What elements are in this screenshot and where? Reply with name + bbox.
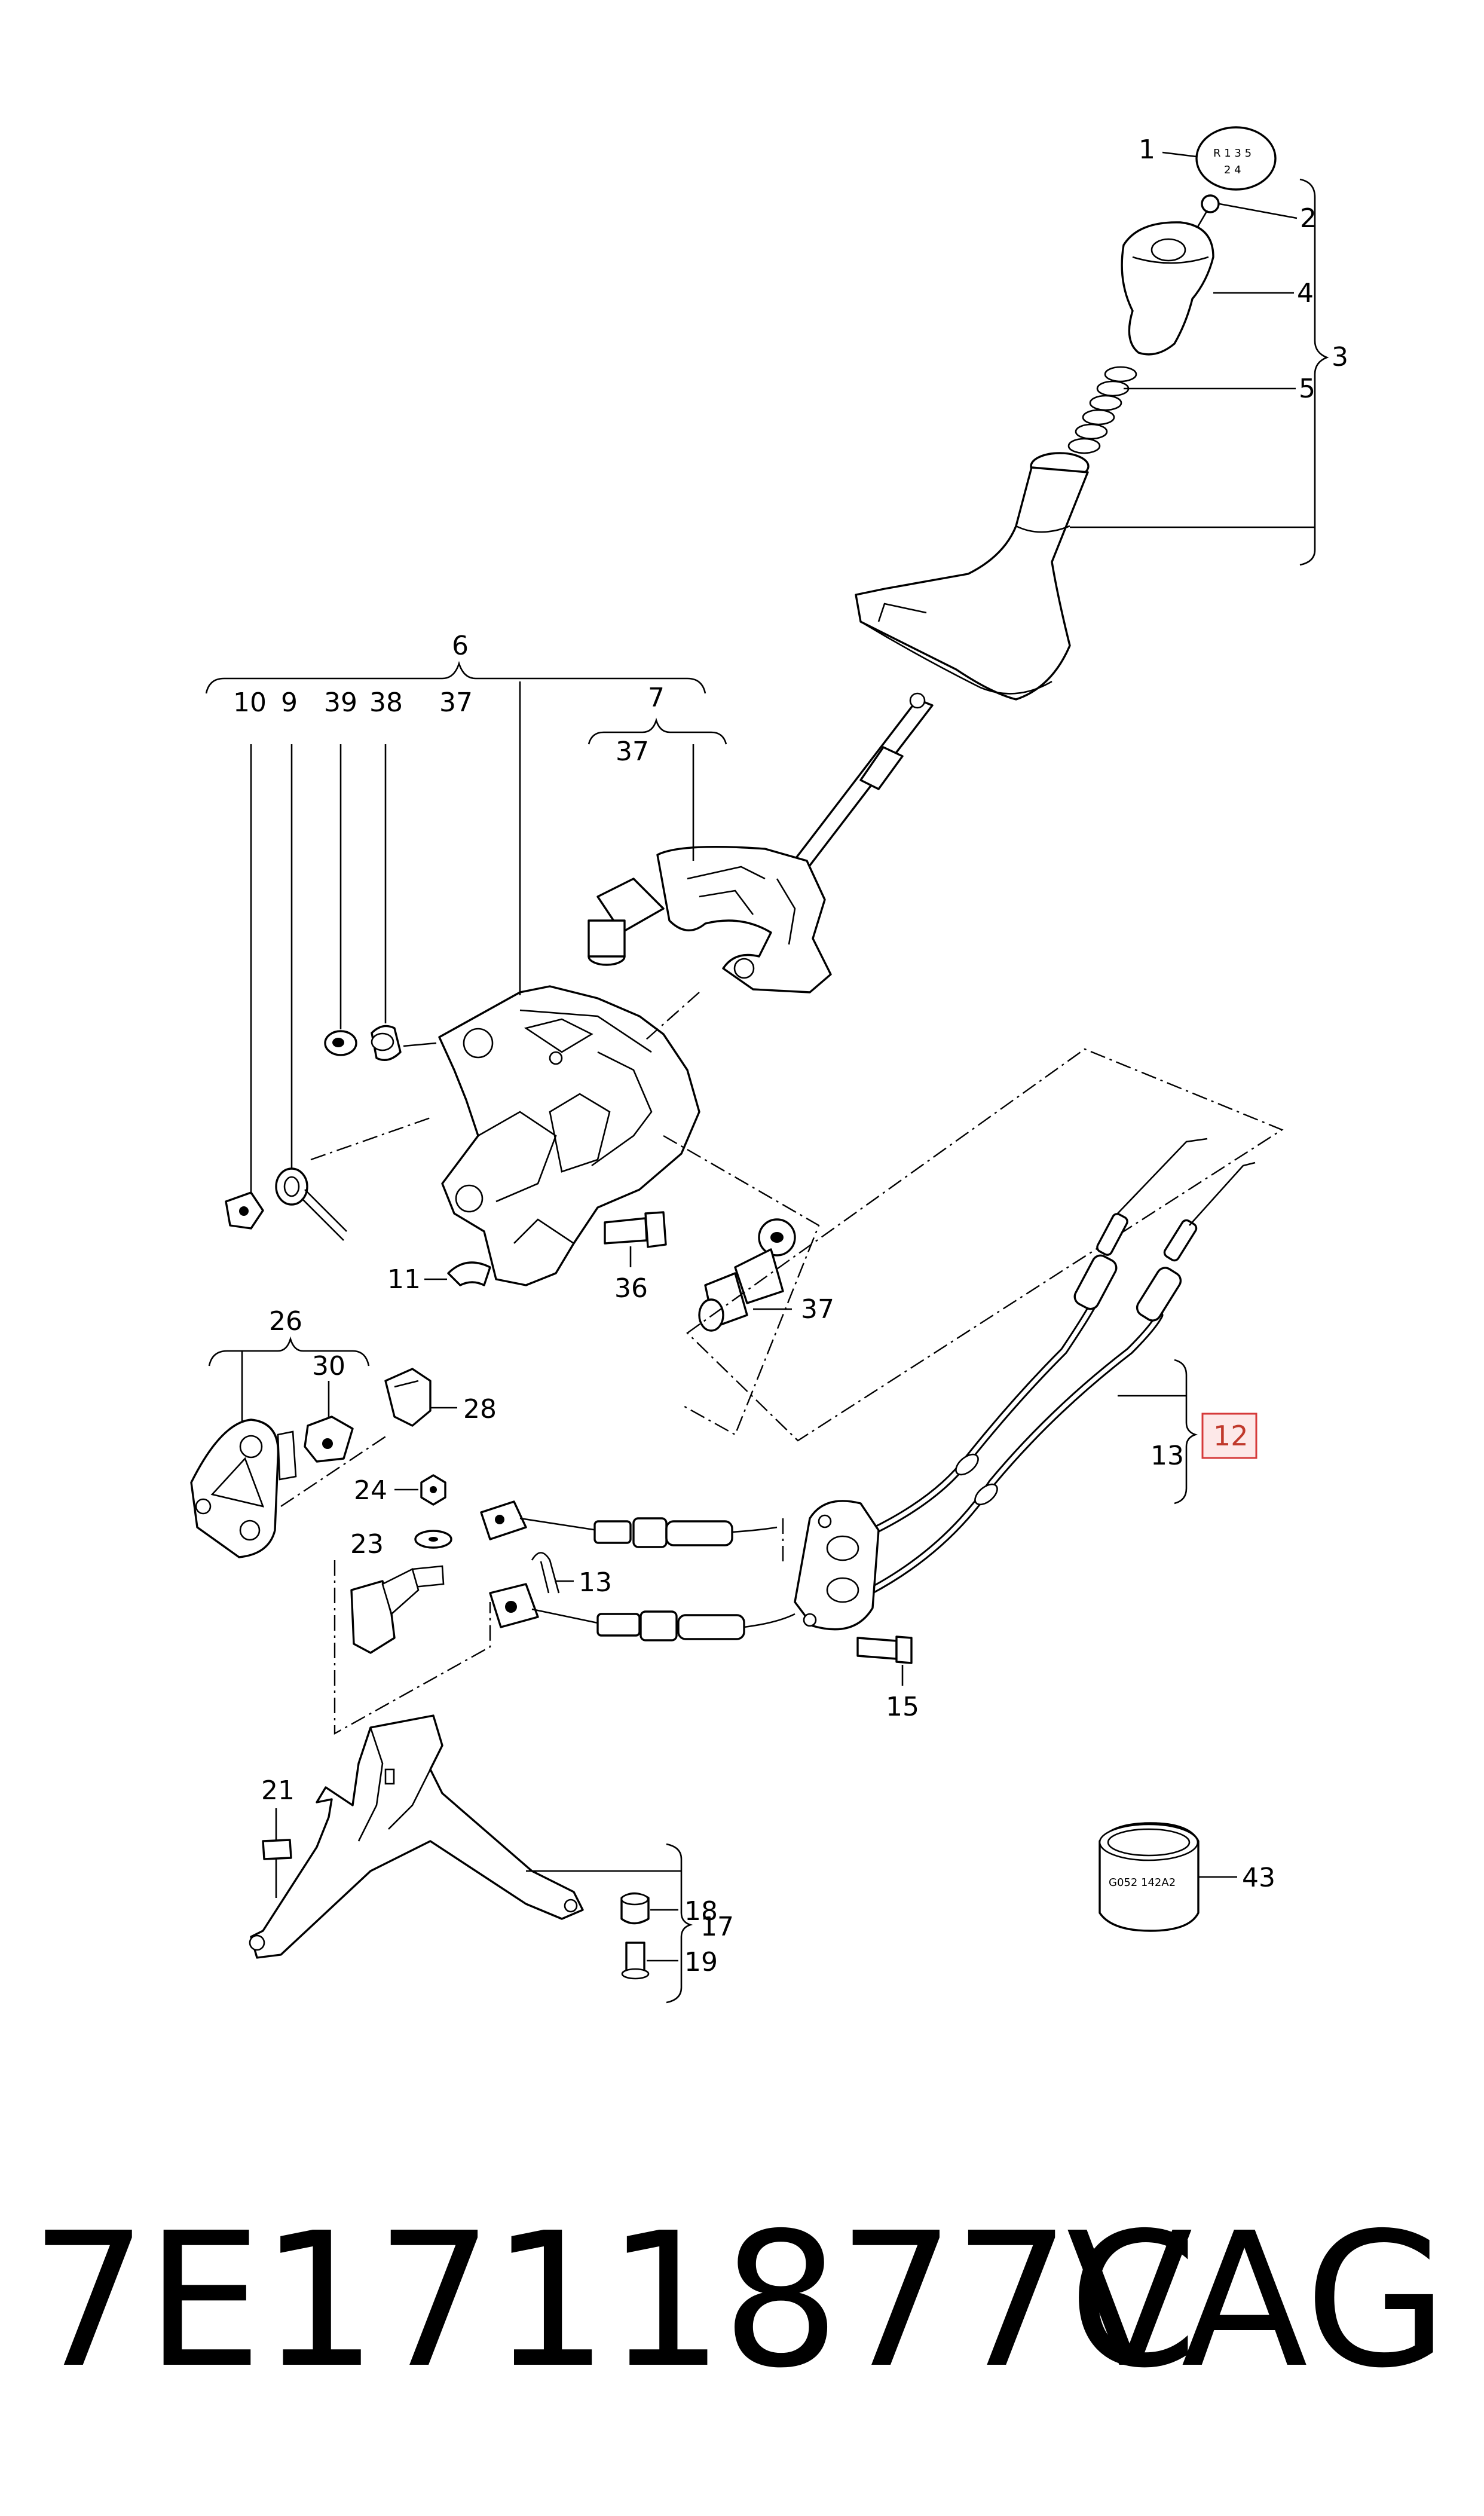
gear-knob bbox=[1121, 221, 1214, 356]
sleeve-stamp: G052 142A2 bbox=[1109, 1876, 1176, 1889]
callout-24: 24 bbox=[354, 1475, 387, 1506]
callout-4: 4 bbox=[1297, 278, 1314, 308]
callout-26: 26 bbox=[269, 1306, 302, 1337]
callout-3: 3 bbox=[1332, 342, 1348, 372]
rubber-bushing-39 bbox=[324, 1030, 357, 1056]
shift-pattern-cap: R 1 3 5 2 4 bbox=[1195, 126, 1277, 191]
bushing-18 bbox=[620, 1892, 650, 1925]
callout-19: 19 bbox=[684, 1947, 718, 1977]
shift-sleeve-43: G052 142A2 bbox=[1099, 1822, 1200, 1932]
callout-39: 39 bbox=[324, 687, 357, 718]
knob-spring bbox=[1067, 366, 1137, 454]
callout-6: 6 bbox=[452, 631, 469, 661]
bracket-6 bbox=[205, 661, 706, 694]
retaining-clip-10 bbox=[225, 1191, 264, 1230]
brand-name: VAG bbox=[1066, 2193, 1448, 2409]
callout-13-cable: 13 bbox=[1151, 1441, 1184, 1471]
highlight-box-12 bbox=[1201, 1413, 1257, 1459]
callout-28: 28 bbox=[463, 1394, 497, 1424]
callout-11: 11 bbox=[387, 1264, 421, 1295]
bushing-38 bbox=[371, 1025, 402, 1061]
callout-30: 30 bbox=[312, 1351, 345, 1381]
bolt-21 bbox=[262, 1839, 292, 1898]
bracket-26 bbox=[208, 1336, 370, 1366]
callout-17: 17 bbox=[700, 1912, 734, 1942]
callout-13-clip: 13 bbox=[579, 1567, 612, 1598]
callout-2: 2 bbox=[1300, 203, 1317, 234]
cable-bulkhead-plate bbox=[794, 1500, 880, 1631]
nut-24 bbox=[420, 1474, 446, 1506]
gear-knob-assembly: R 1 3 5 2 4 bbox=[855, 126, 1277, 701]
lever-23 bbox=[350, 1568, 420, 1654]
gear-cable-pair bbox=[844, 1138, 1256, 1600]
bracket-12 bbox=[1174, 1359, 1198, 1505]
cable-clip-13 bbox=[531, 1552, 560, 1594]
callout-7: 7 bbox=[648, 683, 665, 713]
callout-5: 5 bbox=[1299, 374, 1315, 404]
sleeve-19 bbox=[621, 1942, 650, 1980]
part-number: 7E1711877C bbox=[30, 2193, 1198, 2409]
callout-15: 15 bbox=[886, 1692, 919, 1722]
footer: 7E1711877C VAG bbox=[0, 2176, 1484, 2427]
shift-mechanism-base bbox=[438, 985, 700, 1286]
callout-7-37: 37 bbox=[616, 736, 649, 767]
cap-pattern-bottom: 2 4 bbox=[1224, 164, 1241, 176]
circlip-11 bbox=[447, 1261, 491, 1286]
callout-37-top: 37 bbox=[439, 687, 473, 718]
cap-pattern-top: R 1 3 5 bbox=[1213, 147, 1252, 160]
callout-12: 12 bbox=[1213, 1420, 1249, 1452]
callout-23: 23 bbox=[350, 1529, 384, 1560]
exploded-parts-diagram: R 1 3 5 2 4 bbox=[190, 126, 1348, 2004]
cable-end-lower bbox=[489, 1583, 795, 1641]
callout-9: 9 bbox=[281, 687, 298, 718]
clip-28 bbox=[384, 1368, 432, 1427]
base-bracket-17 bbox=[249, 1714, 584, 1959]
cable-assembly-outline bbox=[686, 1048, 1284, 1442]
bracket-3 bbox=[1299, 178, 1329, 566]
bolt-36 bbox=[604, 1211, 667, 1248]
support-bracket-26 bbox=[190, 1419, 297, 1558]
gear-boot bbox=[855, 452, 1090, 701]
callout-38: 38 bbox=[369, 687, 403, 718]
callout-21: 21 bbox=[261, 1775, 295, 1806]
callout-36: 36 bbox=[614, 1273, 648, 1304]
bracket-17 bbox=[666, 1843, 693, 2004]
callout-37-socket: 37 bbox=[801, 1294, 834, 1325]
spring-clip-9 bbox=[275, 1167, 347, 1241]
callout-43: 43 bbox=[1242, 1863, 1275, 1893]
cable-end-upper bbox=[480, 1500, 778, 1548]
selector-lever-housing bbox=[588, 845, 832, 993]
bracket-7 bbox=[588, 717, 727, 745]
callout-18: 18 bbox=[684, 1896, 718, 1927]
bolt-15 bbox=[856, 1635, 913, 1664]
callout-10: 10 bbox=[233, 687, 267, 718]
washer-23 bbox=[411, 1530, 452, 1588]
rubber-mount-30 bbox=[304, 1416, 354, 1463]
callout-1: 1 bbox=[1139, 134, 1155, 165]
